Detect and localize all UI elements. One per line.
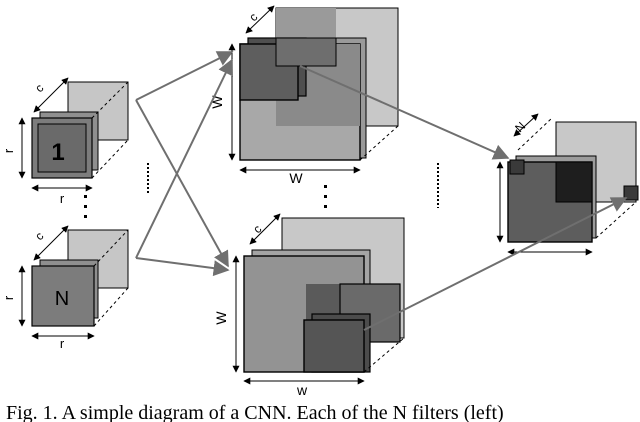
filter-1: 1 c r r	[1, 77, 129, 206]
filter-n-label-r-vertical: r	[1, 295, 16, 300]
filter-n-label-c: c	[32, 229, 46, 243]
top-volume-label-c: c	[246, 10, 260, 24]
feature-volume-bottom: c W w	[213, 213, 405, 398]
filter-n-label-r-horizontal: r	[60, 336, 65, 351]
bottom-volume-label-w-horizontal: w	[296, 382, 308, 398]
filter-n-label-n: N	[55, 288, 69, 310]
filter-n: N c r r	[1, 225, 129, 351]
bottom-volume-label-w-vertical: W	[213, 311, 229, 325]
volumes-ellipsis	[324, 185, 327, 208]
arrow-filtern-to-top	[135, 58, 233, 259]
connection-arrows	[135, 51, 628, 331]
top-volume-label-w-horizontal: W	[289, 170, 303, 186]
feature-volume-top: c W W	[209, 5, 399, 186]
arrow-filter1-to-bottom	[135, 99, 229, 268]
arrow-filter1-to-top	[135, 51, 234, 101]
arrow-filtern-to-bottom	[135, 257, 230, 277]
filter-1-label-r-horizontal: r	[60, 191, 65, 206]
arrow-bottom-to-output	[363, 197, 628, 331]
output-label-n: N	[512, 119, 528, 135]
figure-caption: Fig. 1. A simple diagram of a CNN. Each …	[6, 402, 504, 422]
filter-1-label-c: c	[32, 81, 46, 95]
arrow-top-to-output	[299, 65, 510, 160]
filter-1-label-one: 1	[51, 139, 64, 166]
filters-ellipsis	[84, 195, 87, 218]
bottom-volume-label-c: c	[250, 222, 264, 236]
filter-1-label-r-vertical: r	[1, 148, 16, 153]
output-feature-map: N	[496, 113, 639, 256]
